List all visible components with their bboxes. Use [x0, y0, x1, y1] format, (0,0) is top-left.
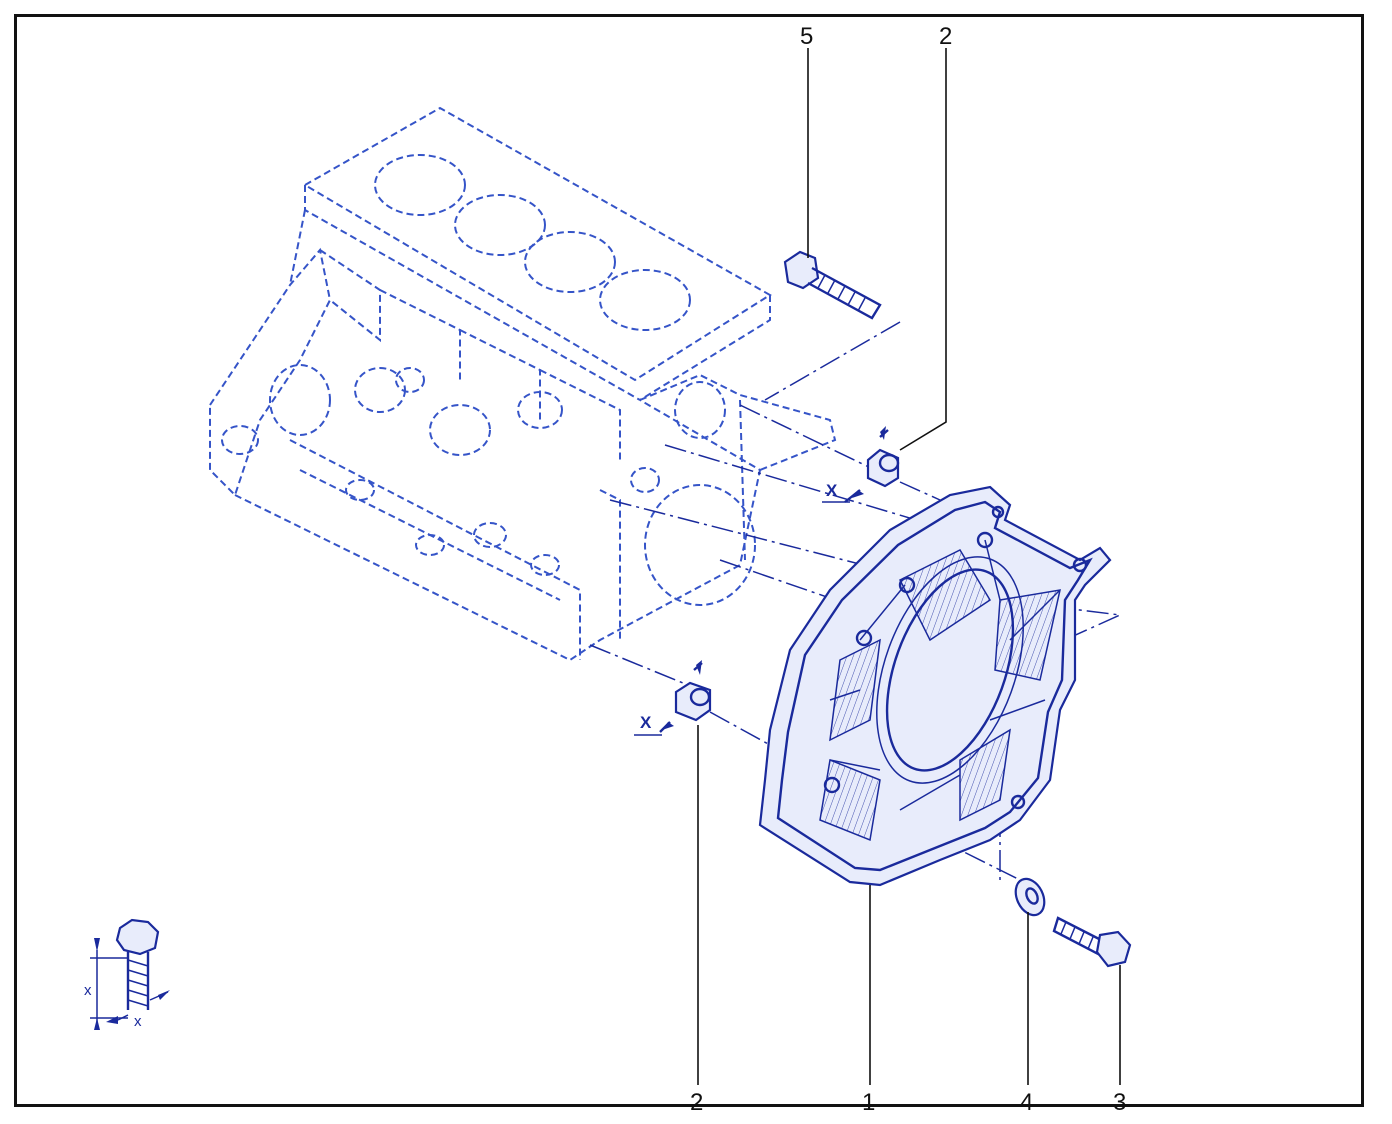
- callout-5: 5: [800, 23, 813, 50]
- dowel-part-2-lower[interactable]: [634, 660, 712, 736]
- callout-1: 1: [862, 1089, 875, 1116]
- callout-2-bottom: 2: [690, 1089, 703, 1116]
- bolt-part-3[interactable]: [1052, 916, 1132, 968]
- callout-4: 4: [1020, 1089, 1033, 1116]
- washer-part-4[interactable]: [1010, 874, 1050, 919]
- engine-block-phantom: [209, 106, 837, 662]
- drawing-frame: [14, 14, 1364, 1107]
- legend-x-vertical: x: [84, 982, 92, 999]
- x-marker-upper: X: [826, 481, 838, 500]
- legend-x-horizontal: x: [134, 1013, 142, 1030]
- bolt-part-5[interactable]: [783, 250, 882, 320]
- callout-3: 3: [1113, 1089, 1126, 1116]
- x-marker-lower: X: [640, 713, 652, 732]
- measurement-legend-bolt: [90, 918, 170, 1030]
- rear-plate-part-1[interactable]: [758, 485, 1112, 887]
- dowel-part-2-upper[interactable]: [822, 426, 900, 503]
- callout-2-top: 2: [939, 23, 952, 50]
- leader-lines: [697, 48, 1121, 1085]
